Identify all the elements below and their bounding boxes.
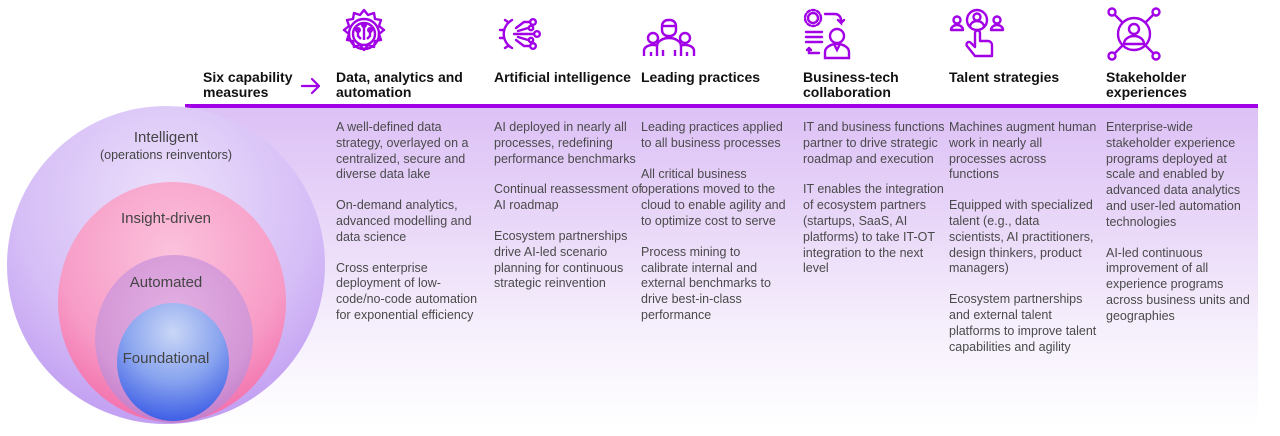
capability-point: Cross enterprise deployment of low-code/… xyxy=(336,260,478,322)
arrow-right-icon xyxy=(300,77,321,95)
six-capability-measures-label: Six capability measures xyxy=(203,69,293,100)
gear-circuit-icon xyxy=(342,8,386,52)
capability-point: AI deployed in nearly all processes, red… xyxy=(494,120,636,166)
capability-point: Equipped with specialized talent (e.g., … xyxy=(949,198,1094,276)
stakeholder-network-icon xyxy=(1107,7,1161,61)
column-title: Data, analytics and automation xyxy=(336,69,463,100)
capability-band xyxy=(185,104,1258,426)
label-intelligent-sub: (operations reinventors) xyxy=(99,148,232,162)
label-automated: Automated xyxy=(129,274,203,291)
capability-point: Continual reassessment of AI roadmap xyxy=(494,182,642,213)
capability-point: All critical business operations moved t… xyxy=(641,166,786,228)
label-insight-driven: Insight-driven xyxy=(120,210,212,227)
label-intelligent: Intelligent xyxy=(133,129,199,146)
circle-foundational xyxy=(117,303,229,421)
column-title: Talent strategies xyxy=(949,69,1060,85)
header-rule xyxy=(185,104,1258,108)
column-title: Artificial intelligence xyxy=(494,69,631,85)
capability-point: IT and business functions partner to dri… xyxy=(803,120,945,166)
column-title: Business-tech collaboration xyxy=(803,69,899,100)
column-title: Stakeholder experiences xyxy=(1106,69,1187,100)
capability-point: AI-led continuous improvement of all exp… xyxy=(1106,245,1250,323)
capability-point: Leading practices applied to all busines… xyxy=(641,120,783,150)
capability-point: Process mining to calibrate internal and… xyxy=(641,244,771,322)
capability-point: Machines augment human work in nearly al… xyxy=(949,120,1097,182)
label-foundational: Foundational xyxy=(122,350,210,367)
column-title: Leading practices xyxy=(641,69,761,85)
business-tech-person-icon xyxy=(803,8,851,60)
capability-point: Enterprise-wide stakeholder experience p… xyxy=(1106,120,1241,229)
capability-point: Ecosystem partnerships drive AI-led scen… xyxy=(494,228,628,291)
capability-point: IT enables the integration of ecosystem … xyxy=(803,182,944,276)
capability-point: A well-defined data strategy, overlayed … xyxy=(336,120,469,182)
ai-circuit-icon xyxy=(498,17,542,51)
capability-point: On-demand analytics, advanced modelling … xyxy=(336,198,472,244)
team-people-icon xyxy=(642,18,696,56)
talent-select-hand-icon xyxy=(949,8,1005,58)
capability-point: Ecosystem partnerships and external tale… xyxy=(949,292,1097,354)
